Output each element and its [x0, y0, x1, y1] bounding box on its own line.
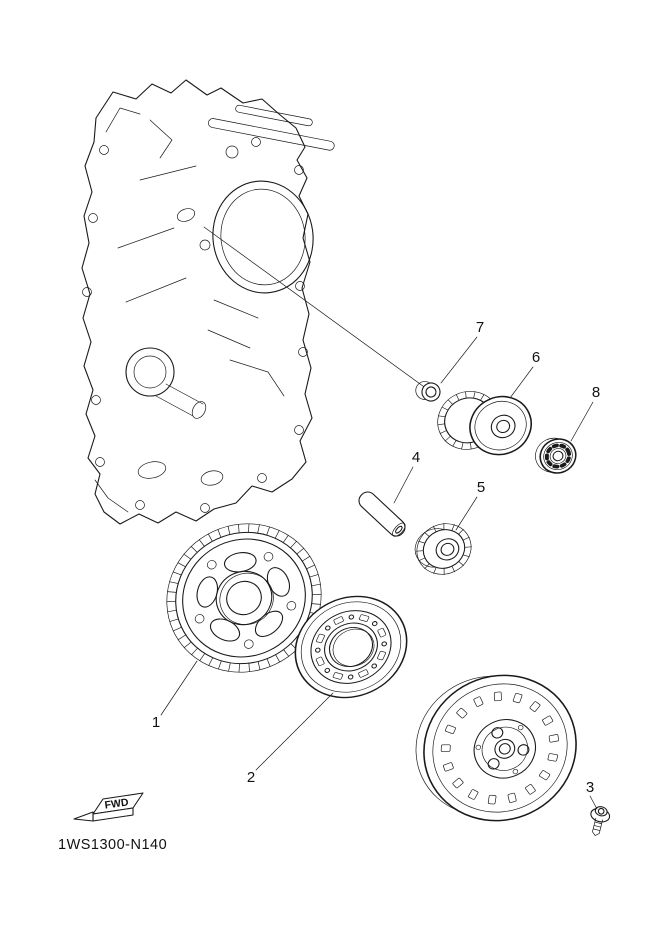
part-rotor — [415, 674, 577, 822]
callout-4: 4 — [412, 449, 420, 466]
engine-crankcase-drawing — [81, 79, 335, 525]
callout-8: 8 — [592, 384, 600, 401]
part-bearing — [535, 437, 577, 474]
part-bolt — [590, 806, 611, 836]
starter-gear-teeth — [166, 523, 322, 673]
clutch-rivets — [315, 614, 387, 680]
fwd-label: FWD — [104, 796, 130, 811]
crankcase-outline — [81, 79, 313, 525]
long-leader-line — [203, 226, 428, 390]
hub-holes — [487, 727, 530, 770]
callout-7: 7 — [476, 319, 484, 336]
part-shaft-pin — [358, 491, 406, 537]
rotor-magnets — [440, 691, 559, 805]
callout-3: 3 — [586, 779, 594, 796]
rotor-hub — [473, 719, 536, 779]
part-collar — [415, 381, 441, 402]
part-one-way-clutch — [294, 595, 408, 699]
part-idle-gear — [414, 523, 472, 575]
callout-2: 2 — [247, 769, 255, 786]
clutch-opening — [212, 180, 314, 294]
part-starter-gear — [166, 523, 322, 673]
hub-pins — [475, 724, 524, 775]
callout-numbers: 1 2 3 4 5 6 7 8 — [152, 319, 600, 796]
bearing-balls — [544, 443, 572, 469]
callout-6: 6 — [532, 349, 540, 366]
callout-5: 5 — [477, 479, 485, 496]
casting-details — [94, 107, 285, 513]
diagram-code: 1WS1300-N140 — [58, 837, 167, 853]
crankshaft-boss — [125, 347, 207, 419]
callout-leader-lines — [160, 336, 598, 810]
bolt-bosses — [82, 145, 308, 513]
idle-gear-teeth — [416, 523, 472, 575]
gear-bolt-holes — [194, 552, 297, 649]
assy-drum — [469, 395, 532, 456]
assembly-rods — [208, 104, 335, 151]
callout-1: 1 — [152, 714, 160, 731]
part-starter-clutch-assy — [437, 391, 532, 456]
fwd-marker — [73, 792, 144, 822]
clutch-pads — [315, 614, 387, 680]
